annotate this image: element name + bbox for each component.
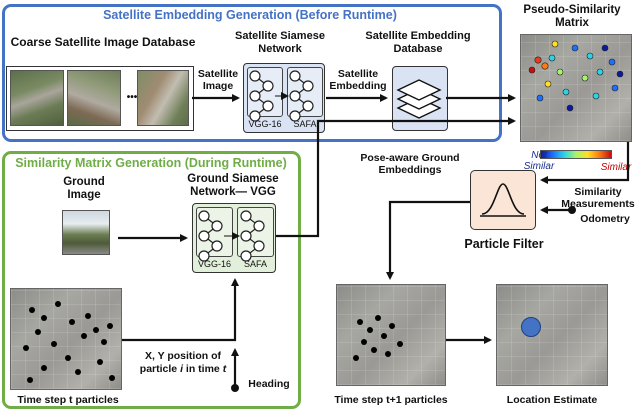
particle-filter-box — [470, 170, 536, 230]
pseudo-matrix-label: Pseudo-Similarity Matrix — [523, 4, 621, 30]
neural-net-icon-satellite — [249, 70, 314, 122]
location-estimate-label: Location Estimate — [506, 394, 598, 406]
gaussian-icon — [480, 183, 526, 217]
time-t-label: Time step t particles — [17, 394, 119, 406]
satellite-image-label: Satellite Image — [197, 68, 239, 93]
safa-label-satellite: SAFA — [293, 119, 317, 129]
ground-image-label: Ground Image — [63, 176, 105, 202]
pose-aware-label: Pose-aware Ground Embeddings — [360, 152, 460, 177]
satellite-tile-3 — [137, 70, 189, 126]
not-similar-label: Not Similar — [523, 150, 555, 172]
similarity-colorbar — [540, 150, 612, 159]
satellite-embedding-section — [2, 4, 502, 142]
xy-position-label: X, Y position of particle i in time t — [139, 350, 227, 375]
heading-source-dot — [231, 384, 239, 392]
odometry-label: Odometry — [580, 213, 630, 225]
particles-map-t — [10, 288, 122, 390]
particles-map-t1 — [336, 284, 446, 386]
layers-icon — [396, 79, 442, 119]
ellipsis: ••• — [126, 92, 138, 103]
ground-image — [62, 210, 110, 255]
odometry-source-dot — [568, 206, 576, 214]
arrow-particles-to-network — [122, 278, 239, 342]
similarity-matrix-section — [2, 151, 301, 409]
location-estimate-map — [496, 284, 608, 386]
similar-label: Similar — [600, 162, 632, 173]
satellite-tile-1 — [10, 70, 64, 126]
safa-label-ground: SAFA — [243, 259, 267, 269]
particle-filter-label: Particle Filter — [464, 237, 544, 251]
time-t1-label: Time step t+1 particles — [334, 394, 448, 406]
vgg16-label-satellite: VGG-16 — [248, 119, 282, 129]
vgg16-label-ground: VGG-16 — [197, 259, 231, 269]
neural-net-icon-ground — [198, 210, 265, 262]
ground-siamese-label: Ground Siamese Network— VGG — [187, 173, 279, 199]
satellite-section-title: Satellite Embedding Generation (Before R… — [103, 8, 397, 22]
location-estimate-marker — [521, 317, 541, 337]
heading-label: Heading — [248, 378, 290, 390]
similarity-measurements-label: Similarity Measurements — [561, 186, 635, 211]
similarity-section-title: Similarity Matrix Generation (During Run… — [15, 156, 287, 170]
coarse-db-label: Coarse Satellite Image Database — [10, 35, 196, 49]
sat-emb-db-label: Satellite Embedding Database — [365, 30, 471, 55]
arrow-ground-embeddings-to-matrix — [276, 117, 516, 238]
similarity-dots — [528, 40, 624, 112]
arrow-filter-to-particles — [386, 200, 470, 280]
satellite-embedding-label: Satellite Embedding — [329, 68, 387, 93]
satellite-tile-2 — [67, 70, 121, 126]
arrow-similarity-to-filter — [540, 142, 630, 184]
sat-siamese-label: Satellite Siamese Network — [235, 30, 325, 55]
